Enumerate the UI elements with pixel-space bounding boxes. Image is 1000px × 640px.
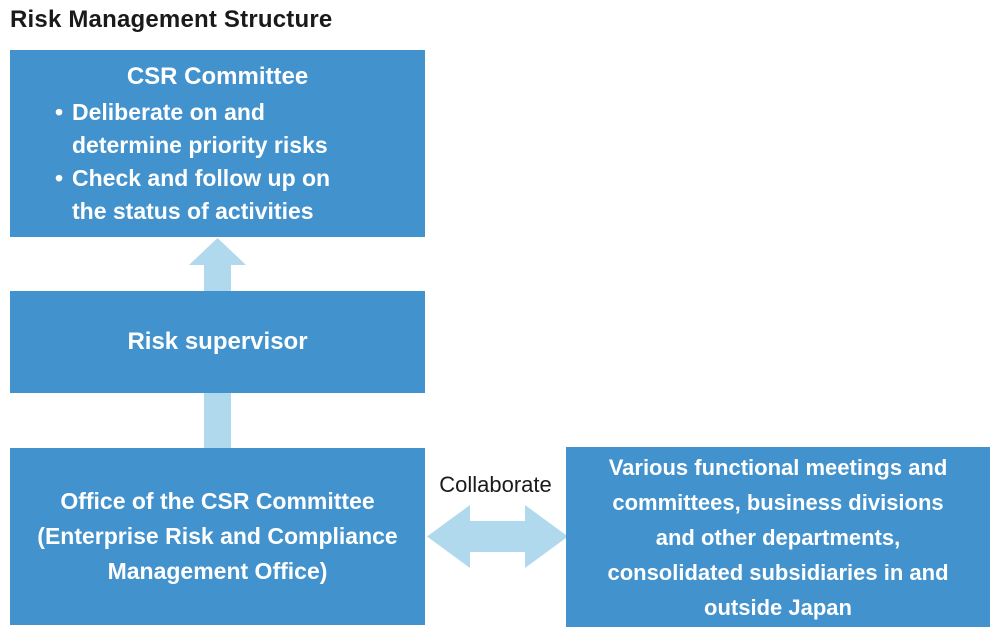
list-item: • Deliberate on and determine priority r… [55, 96, 425, 162]
page-title: Risk Management Structure [10, 6, 333, 33]
bullet-icon: • [55, 165, 64, 191]
office-line: Management Office) [107, 558, 328, 584]
external-line: Various functional meetings and [608, 454, 948, 480]
risk-supervisor-box: Risk supervisor [10, 291, 425, 393]
up-arrow-icon [189, 238, 246, 292]
bullet-text: Check and follow up on the status of act… [72, 162, 425, 228]
list-item: • Check and follow up on the status of a… [55, 162, 425, 228]
csr-committee-box: CSR Committee • Deliberate on and determ… [10, 50, 425, 237]
external-line: and other departments, [655, 524, 901, 550]
csr-committee-heading: CSR Committee [126, 63, 309, 90]
bullet-line: the status of activities [72, 198, 314, 224]
office-line: Office of the CSR Committee [60, 488, 375, 514]
office-of-csr-committee-box: Office of the CSR Committee (Enterprise … [10, 448, 425, 625]
risk-supervisor-label: Risk supervisor [127, 328, 308, 355]
bullet-line: determine priority risks [72, 132, 328, 158]
external-parties-box: Various functional meetings and committe… [566, 447, 990, 627]
external-line: consolidated subsidiaries in and [607, 559, 949, 585]
bullet-line: Check and follow up on [72, 165, 331, 191]
office-line: (Enterprise Risk and Compliance [37, 523, 398, 549]
csr-committee-bullet-list: • Deliberate on and determine priority r… [10, 96, 425, 228]
collaborate-double-arrow-icon [427, 505, 568, 568]
connector-shaft-icon [204, 393, 231, 448]
bullet-text: Deliberate on and determine priority ris… [72, 96, 425, 162]
collaborate-label: Collaborate [439, 472, 552, 497]
external-line: outside Japan [704, 594, 852, 620]
bullet-icon: • [55, 99, 64, 125]
bullet-line: Deliberate on and [72, 99, 265, 125]
external-line: committees, business divisions [612, 489, 944, 515]
